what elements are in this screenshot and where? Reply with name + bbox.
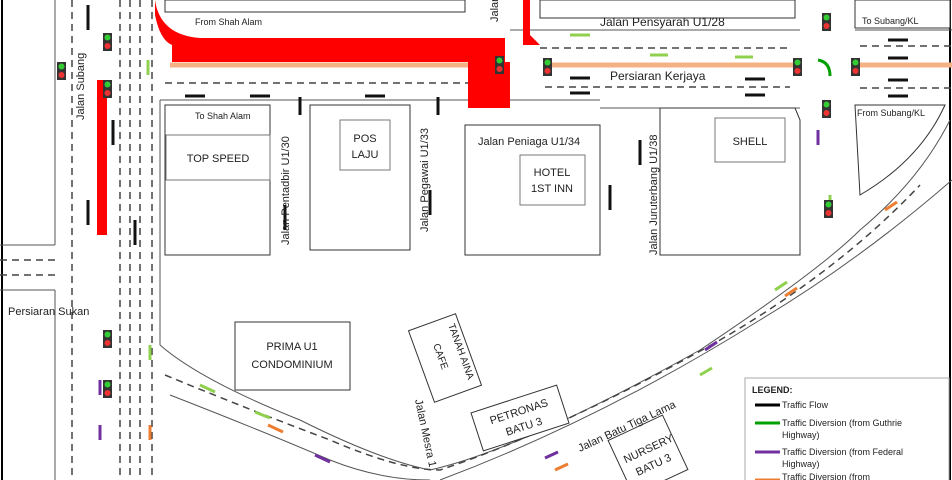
label-jalan-juruterbang: Jalan Juruterbang U1/38 bbox=[648, 135, 660, 255]
label-pos: POS bbox=[353, 133, 376, 145]
building-prima bbox=[234, 321, 351, 391]
label-to-subang-kl: To Subang/KL bbox=[862, 16, 919, 26]
legend-item-federal-2: Highway) bbox=[782, 459, 820, 469]
label-jalan-top: Jalan bbox=[489, 0, 501, 22]
label-shell: SHELL bbox=[733, 136, 768, 148]
label-prima: PRIMA U1 bbox=[266, 341, 317, 353]
label-jalan-pensyarah: Jalan Pensyarah U1/28 bbox=[600, 15, 725, 29]
building-hotel bbox=[519, 154, 586, 206]
label-jalan-pentadbir: Jalan Pentadbir U1/30 bbox=[280, 136, 292, 245]
guthrie-diversion-arrows bbox=[146, 33, 832, 420]
traffic-lights bbox=[57, 13, 860, 398]
label-condominium: CONDOMINIUM bbox=[251, 359, 332, 371]
label-persiaran-kerjaya: Persiaran Kerjaya bbox=[610, 69, 706, 83]
legend-item-other: Traffic Diversion (from bbox=[782, 472, 870, 480]
label-jalan-peniaga: Jalan Peniaga U1/34 bbox=[478, 136, 580, 148]
block-top-right bbox=[854, 0, 951, 29]
building-top-speed bbox=[165, 134, 271, 181]
building-shell bbox=[714, 117, 786, 163]
label-persiaran-sukan: Persiaran Sukan bbox=[8, 306, 89, 318]
building-nursery bbox=[607, 414, 689, 480]
jalan-subang-road bbox=[54, 0, 161, 480]
building-pos-laju bbox=[339, 119, 391, 171]
label-jalan-subang: Jalan Subang bbox=[75, 53, 87, 120]
building-tanah-aina bbox=[407, 313, 483, 403]
label-hotel-name: 1ST INN bbox=[531, 183, 573, 195]
legend-title: LEGEND: bbox=[752, 385, 793, 395]
block-top-left bbox=[164, 0, 466, 13]
label-hotel: HOTEL bbox=[534, 167, 571, 179]
label-jalan-pegawai: Jalan Pegawai U1/33 bbox=[419, 128, 431, 232]
label-from-subang-kl: From Subang/KL bbox=[857, 108, 925, 118]
block-top-middle bbox=[539, 0, 796, 19]
other-diversion-arrows bbox=[148, 200, 898, 472]
legend-item-flow: Traffic Flow bbox=[782, 400, 829, 410]
legend-item-guthrie-2: Highway) bbox=[782, 430, 820, 440]
legend-item-federal: Traffic Diversion (from Federal bbox=[782, 447, 903, 457]
label-jalan-mesra: Jalan Mesra 1 bbox=[412, 398, 438, 468]
legend: LEGEND: Traffic Flow Traffic Diversion (… bbox=[744, 377, 950, 480]
label-to-shah-alam: To Shah Alam bbox=[195, 111, 251, 121]
traffic-flow-arrows bbox=[86, 5, 908, 245]
label-top-speed: TOP SPEED bbox=[187, 153, 250, 165]
label-laju: LAJU bbox=[352, 149, 379, 161]
label-from-shah-alam: From Shah Alam bbox=[195, 17, 262, 27]
federal-diversion-arrows bbox=[98, 130, 820, 464]
building-petronas bbox=[470, 384, 570, 452]
persiaran-sukan-road bbox=[0, 244, 55, 291]
block-from-subang bbox=[854, 104, 946, 196]
legend-item-guthrie: Traffic Diversion (from Guthrie bbox=[782, 418, 902, 428]
persiaran-kerjaya-road bbox=[160, 29, 952, 109]
